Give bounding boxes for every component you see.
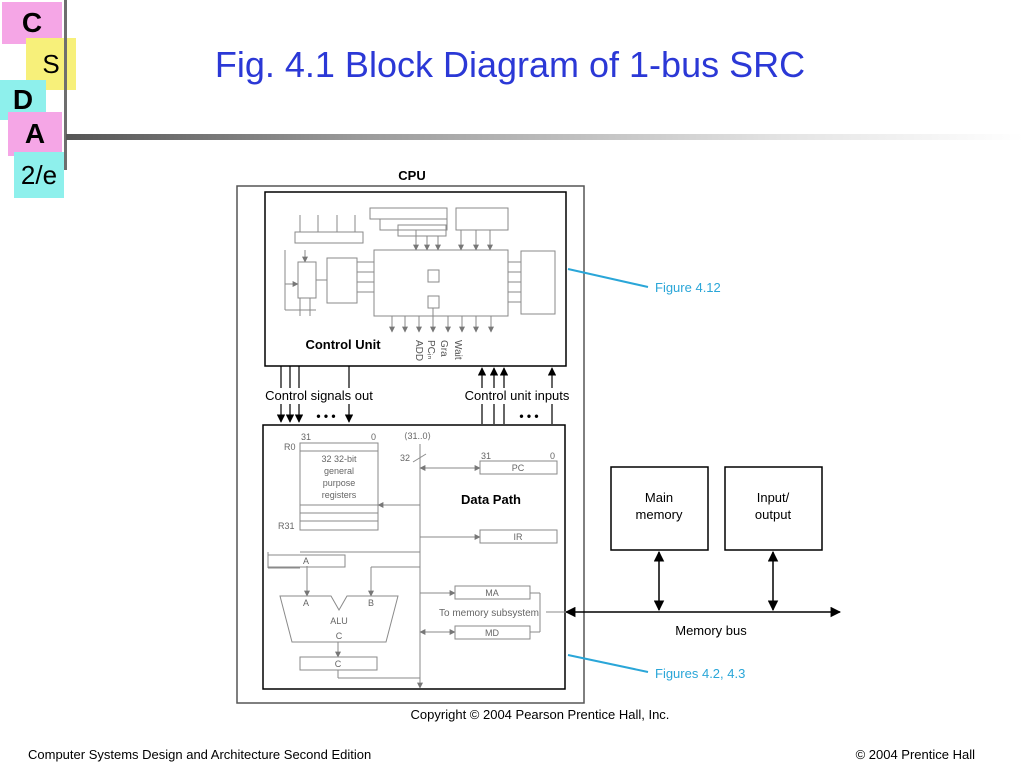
cpu-box [236,185,585,704]
pc-label: PC [512,463,525,473]
register-file [299,442,379,531]
signals-out-ellipsis: • • • [316,409,335,423]
main-memory-line-1: Main [645,490,673,505]
bus-range-label: ⟨31..0⟩ [404,431,431,441]
bus-width-label: 32 [400,453,410,463]
signal-pc-in: PCᵢₙ [425,340,436,359]
reg-bit-high: 31 [301,432,311,442]
md-label: MD [485,628,499,638]
pc-bit-high: 31 [481,451,491,461]
pc-register [479,460,558,475]
registers-line-2: general [324,466,354,476]
registers-line-3: purpose [323,478,356,488]
reg-bit-low: 0 [371,432,376,442]
c-register [299,656,378,671]
alu-input-a: A [303,598,309,608]
footer-left: Computer Systems Design and Architecture… [28,747,372,762]
control-signal-labels: ADD PCᵢₙ Gra Wait [413,340,463,361]
data-path-box [262,424,566,690]
r31-label: R31 [278,521,295,531]
ma-label: MA [485,588,499,598]
control-signals-out-label: Control signals out [265,388,373,403]
c-register-label: C [335,659,342,669]
registers-line-1: 32 32-bit [321,454,357,464]
control-unit-internals [284,207,556,333]
alu [279,595,399,643]
figures-42-43-callout [567,654,649,673]
io-line-1: Input/ [757,490,790,505]
md-register [454,625,531,640]
cpu-label: CPU [398,168,425,183]
footer-right: © 2004 Prentice Hall [855,747,975,762]
figures-42-43-label: Figures 4.2, 4.3 [655,666,745,681]
logo-letter-a: A [8,112,62,156]
title-horizontal-rule [66,134,1024,140]
alu-output: C [336,631,343,641]
pc-bit-low: 0 [550,451,555,461]
ma-register [454,585,531,600]
logo-letter-c: C [2,2,62,44]
alu-input-b: B [368,598,374,608]
io-box [724,466,823,551]
io-line-2: output [755,507,792,522]
title-vertical-rule [64,0,67,170]
control-unit-inputs-label: Control unit inputs [465,388,570,403]
ir-label: IR [514,532,524,542]
figure-412-label: Figure 4.12 [655,280,721,295]
a-register-label: A [303,556,309,566]
signal-add: ADD [413,340,424,361]
r0-label: R0 [284,442,296,452]
main-memory-line-2: memory [636,507,683,522]
figure-412-callout [567,268,649,288]
ir-register [479,529,558,544]
a-register [267,554,346,568]
logo-edition: 2/e [14,152,64,198]
control-unit-label: Control Unit [305,337,381,352]
registers-line-4: registers [322,490,357,500]
signals-in-ellipsis: • • • [519,409,538,423]
internal-bus [267,444,541,689]
alu-label: ALU [330,616,348,626]
signal-gra: Gra [438,340,449,357]
to-memory-label: To memory subsystem [439,608,539,619]
copyright-label: Copyright © 2004 Pearson Prentice Hall, … [411,707,670,722]
main-memory-box [610,466,709,551]
slide-title: Fig. 4.1 Block Diagram of 1-bus SRC [214,44,806,85]
control-unit-box [264,191,567,367]
signal-wait: Wait [452,340,463,360]
memory-bus-label: Memory bus [675,623,747,638]
data-path-label: Data Path [461,492,521,507]
